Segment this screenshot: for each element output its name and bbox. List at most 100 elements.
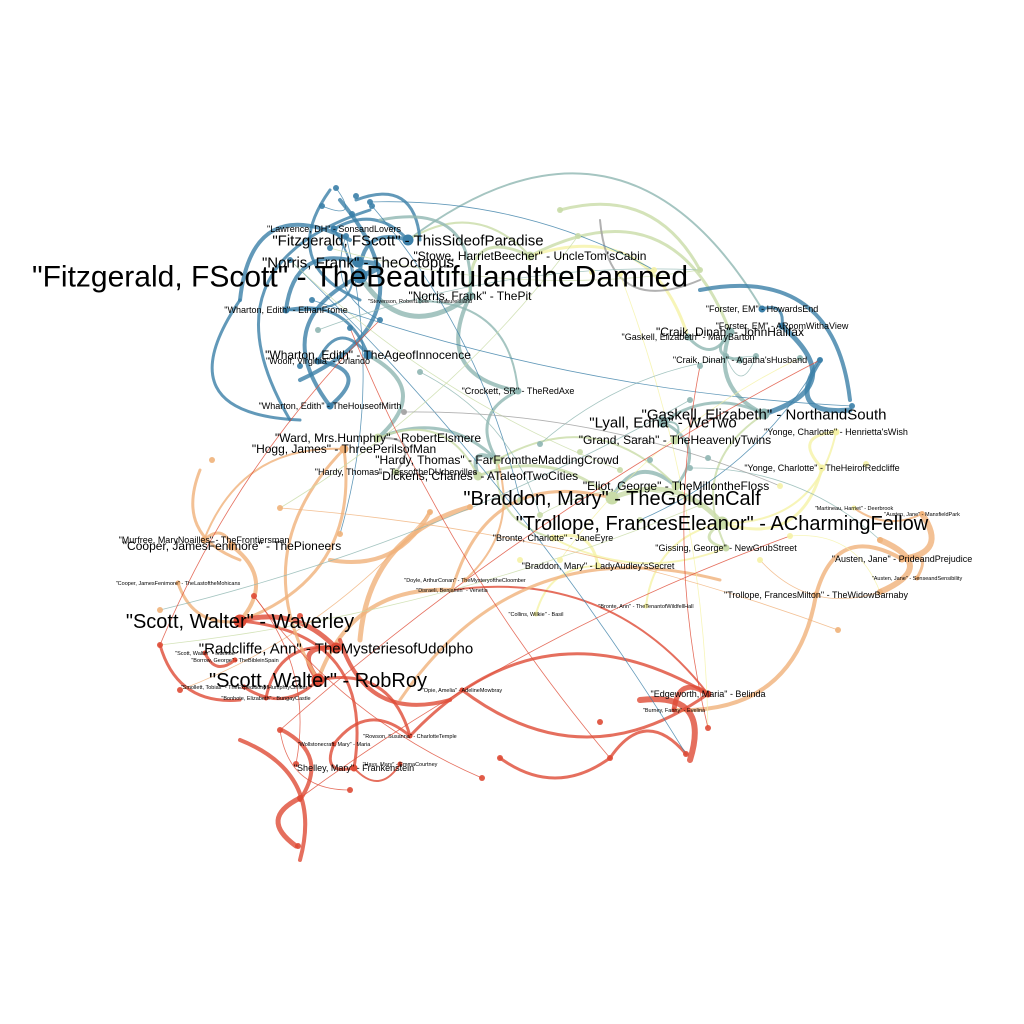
- minor-node-28: [687, 465, 693, 471]
- node-yonge_henrietta: [832, 428, 840, 436]
- node-label-yonge_redcliffe: "Yonge, Charlotte" - TheHeirofRedcliffe: [744, 463, 899, 473]
- minor-node-55: [295, 843, 301, 849]
- graph-edge-22: [720, 466, 824, 531]
- node-scott_robroy: [311, 673, 325, 687]
- node-craik_halifax: [725, 327, 735, 337]
- node-hogg: [339, 444, 349, 454]
- minor-edge-66: [253, 595, 301, 765]
- graph-edge-31: [230, 544, 258, 623]
- minor-node-23: [797, 355, 803, 361]
- node-label-gissing: "Gissing, George" - NewGrubStreet: [655, 543, 797, 553]
- minor-node-46: [427, 509, 433, 515]
- node-label-bronte_anne: "Bronte, Ann" - TheTenantofWildfellHall: [598, 604, 693, 610]
- graph-edge-15: [661, 401, 766, 424]
- node-label-borrow: "Borrow, George" - TheBibleinSpain: [191, 658, 278, 664]
- graph-edge-21: [808, 430, 838, 470]
- node-grand: [670, 435, 680, 445]
- minor-edge-12: [317, 268, 701, 331]
- node-scott_ivanhoe: [202, 650, 208, 656]
- cluster-edge-12: [280, 728, 314, 802]
- minor-node-39: [757, 557, 763, 563]
- minor-edge-4: [371, 205, 521, 501]
- node-gaskell_barton: [684, 333, 692, 341]
- minor-edge-62: [683, 365, 709, 729]
- graph-edge-48: [203, 651, 237, 669]
- node-label-forster_room: "Forster, EM" - ARoomWithaView: [716, 321, 849, 331]
- minor-node-20: [697, 267, 703, 273]
- cluster-edge-15: [608, 729, 688, 760]
- graph-edge-27: [377, 436, 407, 473]
- minor-node-64: [877, 589, 883, 595]
- graph-edge-42: [672, 593, 818, 713]
- minor-node-45: [467, 504, 473, 510]
- graph-edge-46: [353, 763, 401, 782]
- node-label-martineau: "Martineau, Harriet" - Deerbrook: [815, 506, 894, 512]
- minor-node-40: [849, 403, 855, 409]
- node-scott_waverley: [233, 614, 247, 628]
- minor-node-48: [277, 505, 283, 511]
- node-wharton_age: [363, 350, 373, 360]
- graph-edge-2: [332, 217, 410, 242]
- minor-edge-10: [340, 235, 381, 321]
- cluster-edge-13: [498, 756, 612, 780]
- minor-node-38: [787, 533, 793, 539]
- node-label-braddon_calf: "Braddon, Mary" - TheGoldenCalf: [463, 488, 761, 510]
- node-eliot: [671, 481, 681, 491]
- node-label-crockett: "Crockett, SR" - TheRedAxe: [462, 386, 575, 396]
- minor-node-33: [517, 497, 523, 503]
- node-fitz_beautiful: [352, 268, 368, 284]
- node-label-forster_howards: "Forster, EM" - HowardsEnd: [706, 304, 818, 314]
- graph-edge-38: [464, 459, 505, 581]
- node-braddon_calf: [605, 491, 619, 505]
- cluster-edge-23: [158, 643, 242, 702]
- node-forster_room: [778, 322, 786, 330]
- minor-node-15: [557, 207, 563, 213]
- minor-node-42: [557, 557, 563, 563]
- node-forster_howards: [758, 305, 766, 313]
- minor-edge-54: [299, 535, 791, 799]
- node-label-bronte_eyre: "Bronte, Charlotte" - JaneEyre: [493, 533, 613, 543]
- node-label-doyle: "Doyle, ArthurConan" - TheMysteryoftheCl…: [404, 578, 526, 584]
- minor-edge-46: [179, 511, 431, 691]
- node-dickens: [473, 471, 483, 481]
- node-label-ward: "Ward, Mrs.Humphry" - RobertElsmere: [275, 431, 481, 445]
- node-label-craik_agatha: "Craik, Dinah" - Agatha'sHusband: [673, 355, 807, 365]
- minor-node-53: [293, 761, 299, 767]
- node-label-scott_robroy: "Scott, Walter" - RobRoy: [209, 670, 427, 692]
- cluster-edge-20: [338, 638, 452, 707]
- graph-edge-49: [264, 645, 338, 700]
- minor-node-0: [333, 185, 339, 191]
- node-lyall: [657, 416, 669, 428]
- minor-node-17: [589, 269, 595, 275]
- minor-node-58: [479, 775, 485, 781]
- cluster-edge-8: [599, 219, 701, 292]
- cluster-edge-6: [378, 215, 473, 302]
- graph-edge-63: [238, 619, 359, 770]
- node-austen_mansfield: [919, 511, 925, 517]
- graph-edge-72: [285, 228, 354, 312]
- minor-node-11: [347, 325, 353, 331]
- minor-node-3: [349, 211, 355, 217]
- node-label-wollstonecraft: "Wollstonecraft, Mary" - Maria: [298, 742, 372, 748]
- graph-edge-61: [496, 436, 677, 487]
- minor-edge-50: [159, 319, 381, 646]
- minor-edge-20: [329, 247, 701, 281]
- graph-edge-9: [456, 294, 520, 393]
- minor-node-41: [863, 461, 869, 467]
- graph-edge-24: [473, 453, 499, 478]
- node-label-trollope_charming: "Trollope, FrancesEleanor" - ACharmingFe…: [516, 513, 929, 535]
- graph-edge-25: [476, 464, 614, 500]
- node-rowson: [407, 733, 413, 739]
- node-label-radcliffe: "Radcliffe, Ann" - TheMysteriesofUdolpho: [199, 640, 473, 657]
- minor-node-66: [251, 593, 257, 599]
- node-label-woolf_orlando: "Woolf, Virginia" - Orlando: [266, 356, 370, 366]
- minor-edge-0: [321, 187, 346, 212]
- node-label-cooper_pioneers: "Cooper, JamesFenimore" - ThePioneers: [123, 539, 341, 553]
- cluster-edge-4: [238, 222, 352, 302]
- graph-edge-60: [203, 447, 345, 541]
- graph-edge-17: [610, 469, 678, 500]
- graph-edge-69: [721, 431, 837, 525]
- node-doyle: [462, 577, 468, 583]
- node-label-fitz_paradise: "Fitzgerald, FScott" - ThisSideofParadis…: [272, 232, 543, 249]
